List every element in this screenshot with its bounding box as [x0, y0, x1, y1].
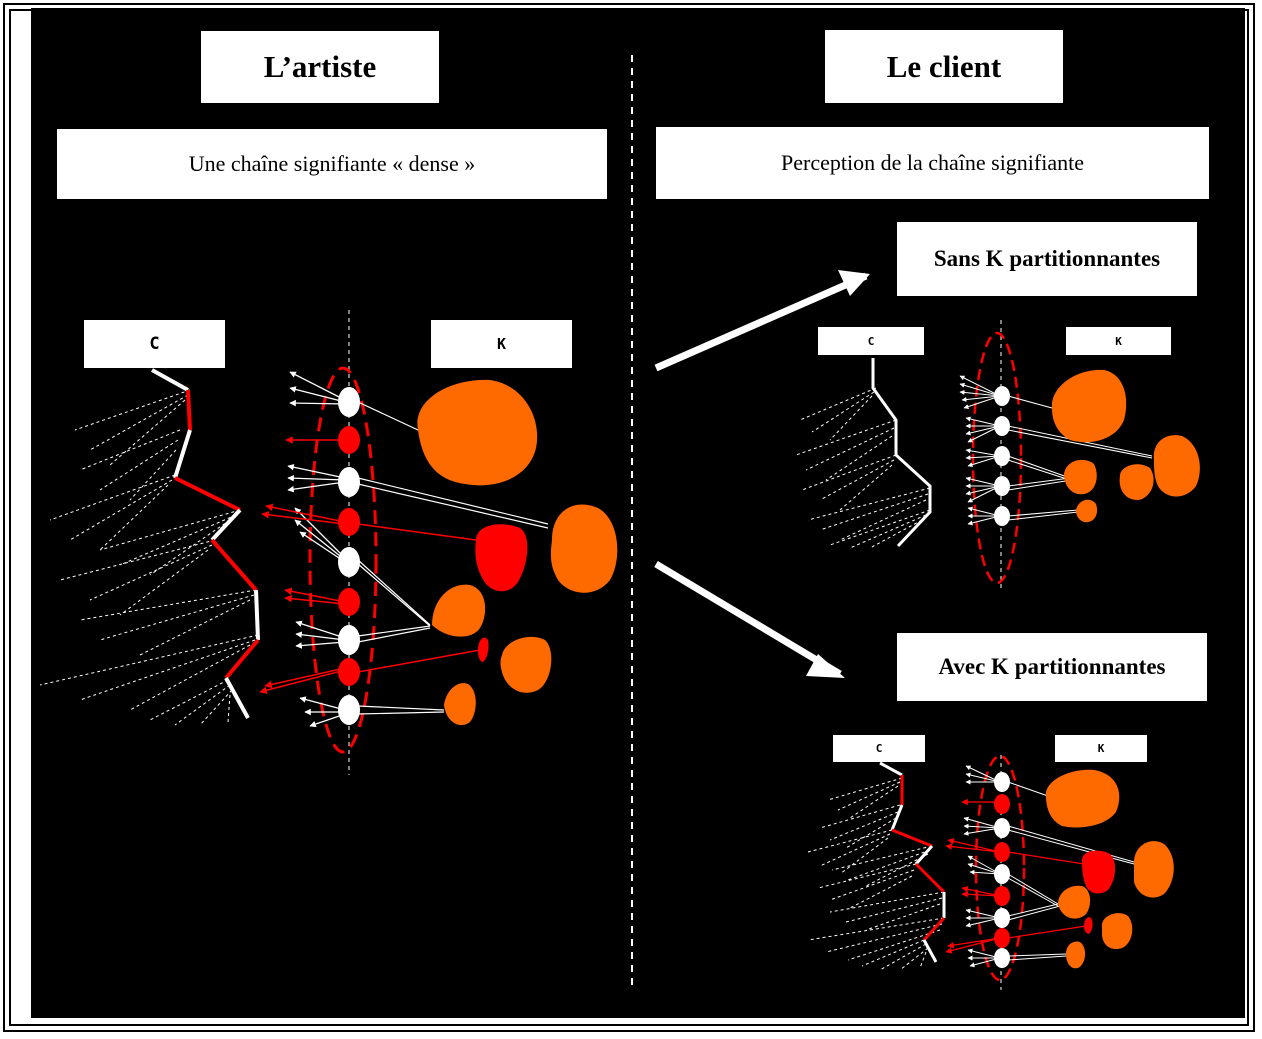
sans-diagram: [796, 320, 1200, 590]
sans-caption: Sans K partitionnantes: [934, 246, 1160, 272]
avec-caption: Avec K partitionnantes: [938, 654, 1165, 680]
avec-caption-box: Avec K partitionnantes: [897, 633, 1207, 701]
blob-red: [475, 524, 527, 591]
sans-k-label: K: [1115, 335, 1122, 348]
left-c-label: C: [149, 334, 159, 354]
avec-diagram: [808, 755, 1174, 990]
blob-2: [551, 505, 617, 593]
avec-k-label: K: [1098, 742, 1105, 755]
left-c-box: C: [84, 320, 225, 368]
right-title: Le client: [887, 49, 1002, 85]
blob-1: [417, 380, 537, 485]
left-k-box: K: [431, 320, 572, 368]
right-subtitle-box: Perception de la chaîne signifiante: [656, 127, 1209, 199]
blob-3: [432, 585, 485, 637]
left-title: L’artiste: [264, 49, 377, 85]
arrow-to-avec: [656, 564, 840, 674]
blob-red-small: [478, 638, 489, 662]
sans-caption-box: Sans K partitionnantes: [897, 222, 1197, 296]
right-title-box: Le client: [825, 30, 1063, 103]
right-subtitle: Perception de la chaîne signifiante: [781, 150, 1084, 176]
sans-c-box: C: [818, 327, 924, 355]
sans-k-box: K: [1066, 327, 1171, 355]
avec-c-box: C: [833, 735, 925, 762]
left-subtitle-box: Une chaîne signifiante « dense »: [57, 129, 607, 199]
left-k-chain: [260, 310, 617, 775]
avec-c-label: C: [876, 742, 883, 755]
left-c-chain: [40, 370, 258, 725]
left-title-box: L’artiste: [201, 31, 439, 103]
left-subtitle: Une chaîne signifiante « dense »: [189, 151, 476, 177]
sans-c-label: C: [868, 335, 875, 348]
avec-k-box: K: [1055, 735, 1147, 762]
blob-5: [444, 683, 476, 725]
blob-4: [501, 637, 552, 693]
left-k-label: K: [497, 335, 506, 353]
